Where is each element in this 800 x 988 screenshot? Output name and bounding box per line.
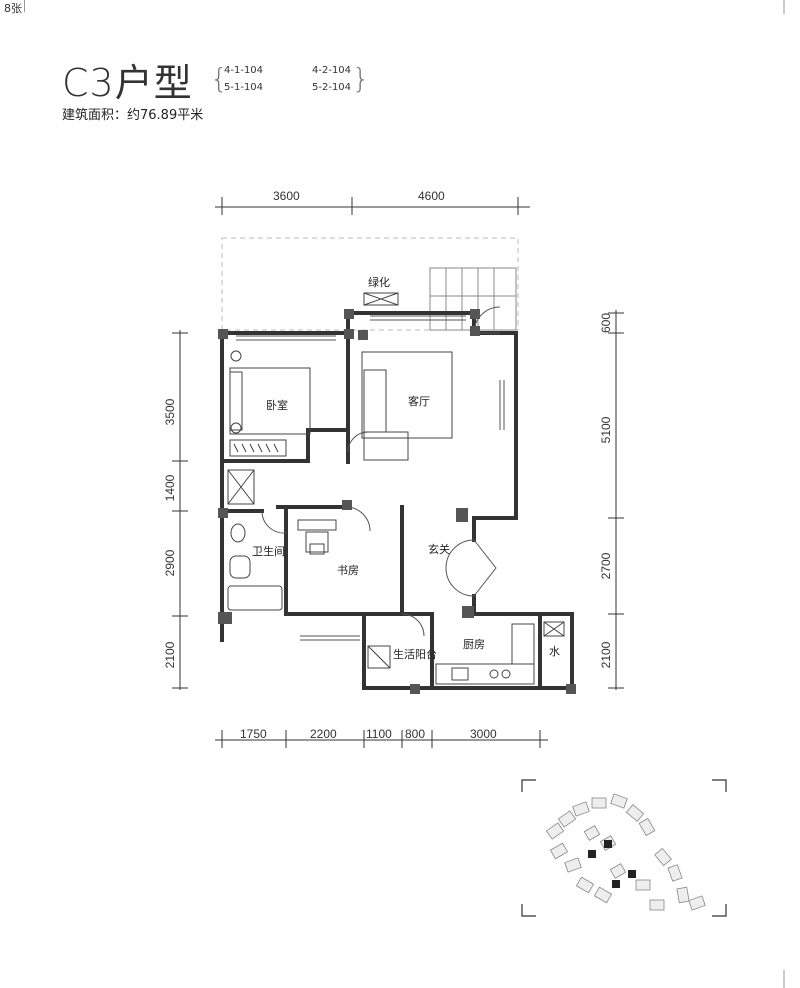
top-dimension-line [215,197,530,215]
page-tag: 8张 [4,2,22,15]
kitchen-counter [435,623,535,685]
right-brace: } [352,62,370,95]
walls [220,311,574,690]
room-label-entrance: 玄关 [428,542,450,556]
doors [261,306,501,637]
dim-top-1: 3600 [273,189,300,203]
ac-unit [363,292,399,306]
dim-right-4: 2100 [599,641,613,668]
garden-outline [221,237,519,331]
room-label-greenery: 绿化 [368,275,390,289]
dim-bottom-1: 1750 [240,727,267,741]
dim-bottom-4: 800 [405,727,425,741]
left-dimension-line [172,330,188,690]
dim-left-4: 2100 [163,641,177,668]
bed [229,367,311,435]
room-label-living-room: 客厅 [408,394,430,408]
area-subtitle: 建筑面积：约76.89平米 [62,108,204,123]
sofa [361,351,453,461]
dim-top-2: 4600 [418,189,445,203]
page-tag-divider [24,0,25,12]
room-label-utility-balcony: 生活阳台 [393,647,437,661]
dim-left-3: 2900 [163,549,177,576]
highlighted-units [588,840,636,888]
lamp-icon [230,422,242,434]
wardrobe [229,439,287,457]
dim-right-1: 600 [599,313,613,333]
left-brace: { [210,62,228,95]
unit-number: 4-1-104 [224,65,264,76]
unit-number: 5-2-104 [312,82,352,93]
dim-bottom-2: 2200 [310,727,337,741]
dim-left-1: 3500 [163,398,177,425]
balcony-fixtures [367,645,391,669]
unit-number: 4-2-104 [312,65,352,76]
study-desk [297,519,337,555]
site-buildings [545,793,706,911]
dim-left-2: 1400 [163,474,177,501]
dim-right-2: 5100 [599,416,613,443]
room-label-bedroom: 卧室 [266,398,288,412]
water-fixture [543,621,565,637]
room-label-water: 水 [549,645,560,658]
lamp-icon [230,350,242,362]
windows [236,315,505,641]
structural-columns [218,309,576,694]
page-title: C3户型 [62,61,193,105]
right-dimension-line [608,310,624,690]
bathroom-fixtures [227,469,283,611]
bottom-dimension-line [215,730,548,748]
dim-bottom-3: 1100 [366,727,392,741]
dim-bottom-5: 3000 [470,727,497,741]
unit-number: 5-1-104 [224,82,264,93]
room-label-kitchen: 厨房 [463,638,485,651]
room-label-bathroom: 卫生间 [252,544,285,558]
room-label-study: 书房 [337,564,359,577]
dim-right-3: 2700 [599,552,613,579]
site-key-plan [521,779,727,917]
